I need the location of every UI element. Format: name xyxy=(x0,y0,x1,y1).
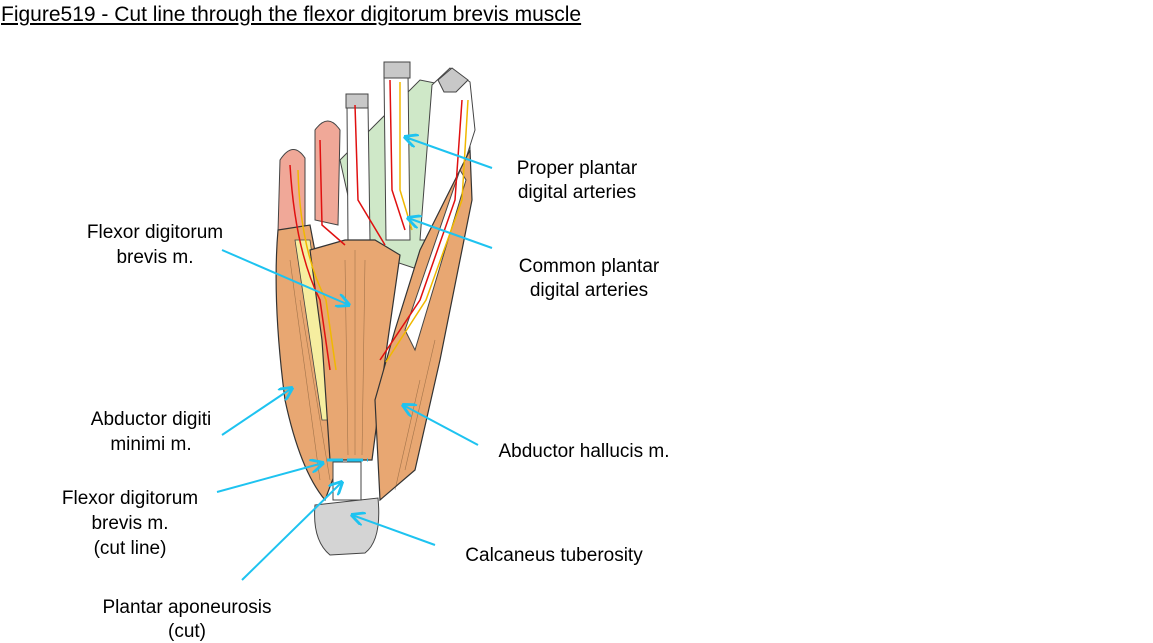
calcaneus-bone xyxy=(314,497,380,556)
second-toe xyxy=(383,65,411,241)
label-calcaneus: Calcaneus tuberosity xyxy=(465,545,643,566)
figure-title: Figure519 - Cut line through the flexor … xyxy=(1,3,582,26)
pointer-arrows xyxy=(216,137,493,581)
label-common-plantar: Common plantar xyxy=(519,256,660,277)
label-flexor-brevis: Flexor digitorum xyxy=(87,222,223,243)
label-abductor-digiti-minimi: Abductor digiti xyxy=(91,409,211,430)
foot-illustration xyxy=(275,61,476,556)
fourth-toe xyxy=(314,120,341,226)
label-abductor-digiti-minimi-2: minimi m. xyxy=(110,434,191,455)
label-flexor-cut-line-3: (cut line) xyxy=(94,538,167,559)
label-proper-plantar: Proper plantar xyxy=(517,158,638,179)
plantar-aponeurosis-stump xyxy=(332,461,362,501)
label-plantar-aponeurosis: Plantar aponeurosis xyxy=(103,597,272,618)
label-common-plantar-2: digital arteries xyxy=(530,280,648,301)
label-proper-plantar-2: digital arteries xyxy=(518,182,636,203)
label-plantar-aponeurosis-2: (cut) xyxy=(168,621,206,642)
label-flexor-cut-line-2: brevis m. xyxy=(91,513,168,534)
label-flexor-brevis-2: brevis m. xyxy=(116,247,193,268)
labels: Proper plantar digital arteries Common p… xyxy=(62,158,670,642)
label-flexor-cut-line: Flexor digitorum xyxy=(62,488,198,509)
third-toe xyxy=(346,95,371,241)
label-abductor-hallucis: Abductor hallucis m. xyxy=(498,441,669,462)
